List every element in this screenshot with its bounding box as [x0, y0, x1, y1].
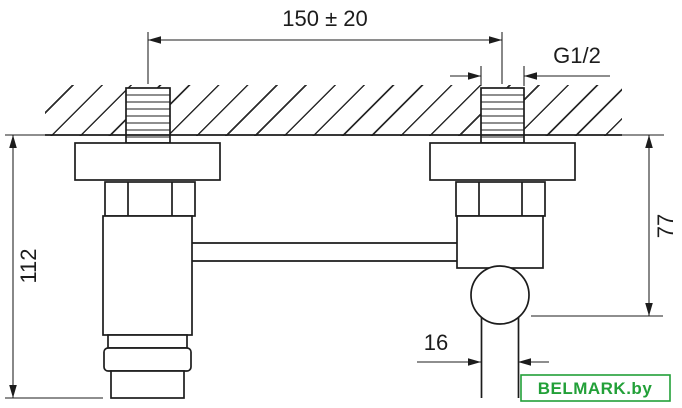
watermark-text: BELMARK.by [538, 379, 653, 398]
arrow-left-icon [524, 72, 537, 80]
right-holder-body [456, 215, 544, 398]
arrow-left-icon [518, 358, 531, 366]
watermark-box [520, 374, 671, 402]
arrow-down-icon [9, 385, 17, 398]
arrow-left-icon [148, 36, 161, 44]
watermark: BELMARK.by [520, 374, 671, 402]
arrow-up-icon [645, 135, 653, 148]
dimension-pipe-label: 16 [424, 330, 448, 355]
arrow-right-icon [468, 358, 481, 366]
right-escutcheon-plate [429, 142, 576, 181]
dimension-height-112: 112 [5, 135, 103, 399]
dimension-width-label: 150 ± 20 [282, 6, 367, 31]
arrow-right-icon [489, 36, 502, 44]
left-escutcheon-plate [74, 142, 221, 181]
connecting-pipe [192, 242, 457, 262]
hose-ring [470, 265, 530, 325]
right-inlet-thread [480, 87, 525, 144]
dimension-height-right-label: 77 [653, 214, 678, 238]
dimension-pipe-16: 16 [417, 330, 549, 366]
dimension-thread-g12: G1/2 [450, 43, 610, 86]
dimension-height-left-label: 112 [16, 248, 41, 283]
left-mixer-body [102, 215, 193, 399]
left-inlet-thread [125, 87, 171, 144]
dimension-thread-label: G1/2 [553, 43, 601, 68]
arrow-up-icon [9, 135, 17, 148]
right-hex-nut [455, 181, 546, 217]
left-hex-nut [104, 181, 196, 217]
dimension-width-150: 150 ± 20 [147, 6, 503, 84]
dimension-height-77: 77 [531, 135, 678, 317]
arrow-right-icon [468, 72, 481, 80]
arrow-down-icon [645, 303, 653, 316]
